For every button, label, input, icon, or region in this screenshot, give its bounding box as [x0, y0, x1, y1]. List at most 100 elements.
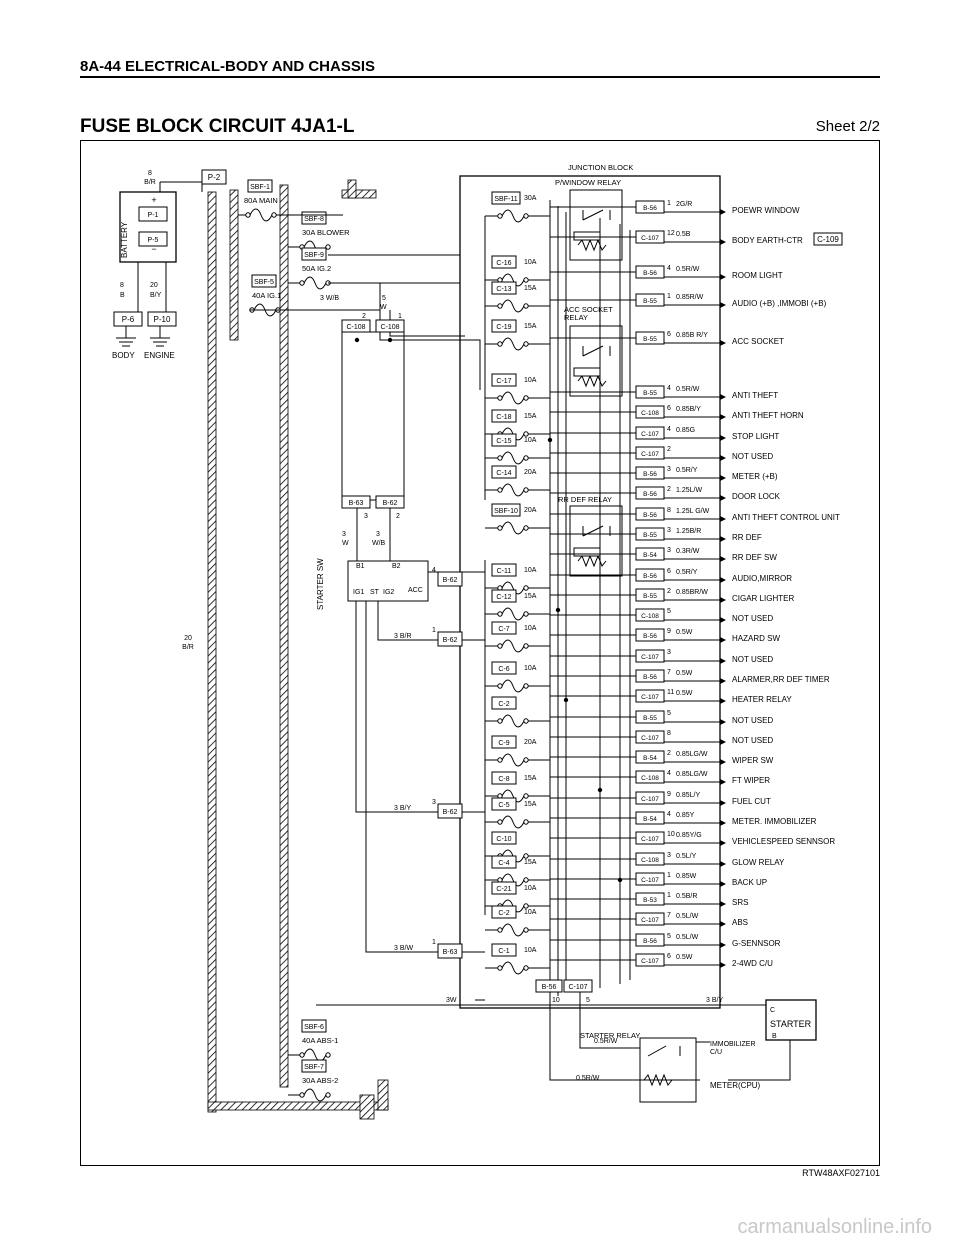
wire-size: 20	[150, 282, 158, 289]
immobilizer-label: IMMOBILIZER	[710, 1041, 756, 1048]
circuit-anti-theft-horn-load: ANTI THEFT HORN	[732, 411, 804, 420]
connector-b-56-bottom-box	[535, 979, 563, 993]
fuse-c-19-rating: 15A	[524, 323, 537, 330]
circuit-meter-b-pin: 3	[667, 466, 671, 473]
junction-dot	[547, 437, 553, 443]
circuit-poewr-window-arrow	[720, 209, 726, 215]
rr-def-relay-coil-box	[573, 547, 601, 557]
fuse-c-7-terminal	[523, 643, 529, 649]
circuit-stop-light-load: STOP LIGHT	[732, 432, 779, 441]
diagram-reference: RTW48AXF027101	[802, 1168, 880, 1178]
circuit-acc-socket-arrow	[720, 340, 726, 346]
fuse-sbf-11-terminal	[523, 213, 529, 219]
contact-st: ST	[370, 589, 380, 596]
wire	[377, 601, 438, 641]
sbf-sbf-9-terminal	[299, 280, 305, 286]
connector-p-2: P-2	[208, 173, 221, 182]
fuse-c-17: C-17	[496, 378, 511, 385]
fuse-c-21-rating: 10A	[524, 885, 537, 892]
circuit-alarmer-rr-def-timer-pin: 7	[667, 669, 671, 676]
circuit-rr-def-sw-connector: B-54	[643, 552, 657, 559]
circuit-audio-b-immobi-b-connector: B-55	[643, 298, 657, 305]
fuse-c-13-box	[491, 281, 517, 295]
circuit-cigar-lighter-load: CIGAR LIGHTER	[732, 594, 794, 603]
fuse-c-8-terminal	[523, 793, 529, 799]
circuit-2-4wd-c-u-wire: 0.5W	[676, 954, 693, 961]
circuit-heater-relay-wire: 0.5W	[676, 690, 693, 697]
fuse-c-9-terminal	[497, 757, 503, 763]
connector-p-10: P-10	[154, 315, 171, 324]
sbf-sbf-7-box	[301, 1059, 327, 1073]
fuse-c-18-box	[491, 409, 517, 423]
fuse-c-12-terminal	[523, 611, 529, 617]
circuit-poewr-window-wire: 2G/R	[676, 201, 692, 208]
circuit-meter-immobilizer-wire: 0.85Y	[676, 812, 695, 819]
fuse-c-2-box	[491, 696, 517, 710]
circuit-audio-mirror-pin: 6	[667, 568, 671, 575]
fuse-c-18: C-18	[496, 414, 511, 421]
starter-output-wire: 3 B/Y	[706, 997, 723, 1004]
connector-p-6: P-6	[122, 315, 135, 324]
circuit-poewr-window-connector: B-56	[643, 205, 657, 212]
circuit-anti-theft-horn-connector: C-108	[641, 410, 659, 417]
connector-b-62-0-box	[437, 571, 463, 587]
fuse-c-21-terminal	[523, 903, 529, 909]
junction-dot	[387, 337, 393, 343]
circuit-audio-b-immobi-b-arrow	[720, 302, 726, 308]
circuit-rr-def-arrow	[720, 536, 726, 542]
sbf-sbf-5-box	[251, 274, 277, 288]
fuse-c-8-element	[501, 789, 525, 803]
fuse-c-10-terminal	[523, 853, 529, 859]
fuse-c-15-rating: 10A	[524, 437, 537, 444]
main-harness-top	[341, 189, 377, 199]
starter-relay-body	[639, 1037, 697, 1103]
circuit-anti-theft-control-unit-arrow	[720, 516, 726, 522]
wire-color: B/R	[182, 644, 194, 651]
fuse-c-1: C-1	[498, 948, 509, 955]
fuse-c-12-rating: 15A	[524, 593, 537, 600]
fuse-c-12-element	[501, 607, 525, 621]
fuse-c-16-element	[501, 273, 525, 287]
circuit-door-lock-wire: 1.25L/W	[676, 487, 702, 494]
junction-block-title: JUNCTION BLOCK	[568, 163, 633, 172]
sheet-number: Sheet 2/2	[815, 118, 880, 135]
pin-label: 10	[552, 997, 560, 1004]
meter-cpu-label: METER(CPU)	[710, 1081, 761, 1090]
circuit-glow-relay-pin: 3	[667, 852, 671, 859]
fuse-sbf-10-terminal	[497, 525, 503, 531]
circuit-not-used-pin: 3	[667, 649, 671, 656]
starter-relay-label: STARTER RELAY	[580, 1031, 640, 1040]
fuse-c-14-element	[501, 483, 525, 497]
fuse-c-2-element	[501, 714, 525, 728]
circuit-meter-immobilizer-load: METER. IMMOBILIZER	[732, 817, 817, 826]
circuit-door-lock-pin: 2	[667, 486, 671, 493]
fuse-c-17-rating: 10A	[524, 377, 537, 384]
circuit-body-earth-ctr-pin: 12	[667, 230, 675, 237]
circuit-meter-immobilizer-arrow	[720, 820, 726, 826]
fuse-c-16: C-16	[496, 260, 511, 267]
sbf-sbf-9-box	[301, 247, 327, 261]
ground-body-label: BODY	[112, 351, 135, 360]
fuse-c-19-element	[501, 337, 525, 351]
fuse-c-13-terminal	[497, 303, 503, 309]
circuit-cigar-lighter-pin: 2	[667, 588, 671, 595]
sbf-sbf-9-element	[303, 276, 327, 290]
pin-label: 3	[364, 513, 368, 520]
fuse-c-18-rating: 15A	[524, 413, 537, 420]
circuit-poewr-window-pin: 1	[667, 200, 671, 207]
sbf-sbf-6-box	[301, 1019, 327, 1033]
circuit-fuel-cut-wire: 0.85L/Y	[676, 792, 700, 799]
circuit-room-light-pin: 4	[667, 265, 671, 272]
fuse-c-1-rating: 10A	[524, 947, 537, 954]
wire-color: W	[342, 540, 349, 547]
connector-b-62-2: B-62	[443, 809, 458, 816]
circuit-hazard-sw-load: HAZARD SW	[732, 634, 780, 643]
fuse-sbf-10: SBF-10	[494, 508, 518, 515]
fuse-c-2-terminal	[497, 927, 503, 933]
circuit-abs-wire: 0.5L/W	[676, 913, 699, 920]
circuit-not-used-arrow	[720, 455, 726, 461]
pin-label: 1	[432, 939, 436, 946]
acc-socket-relay-label: ACC SOCKET	[564, 305, 613, 314]
circuit-audio-mirror-wire: 0.5R/Y	[676, 569, 698, 576]
fuse-sbf-11-element	[501, 209, 525, 223]
